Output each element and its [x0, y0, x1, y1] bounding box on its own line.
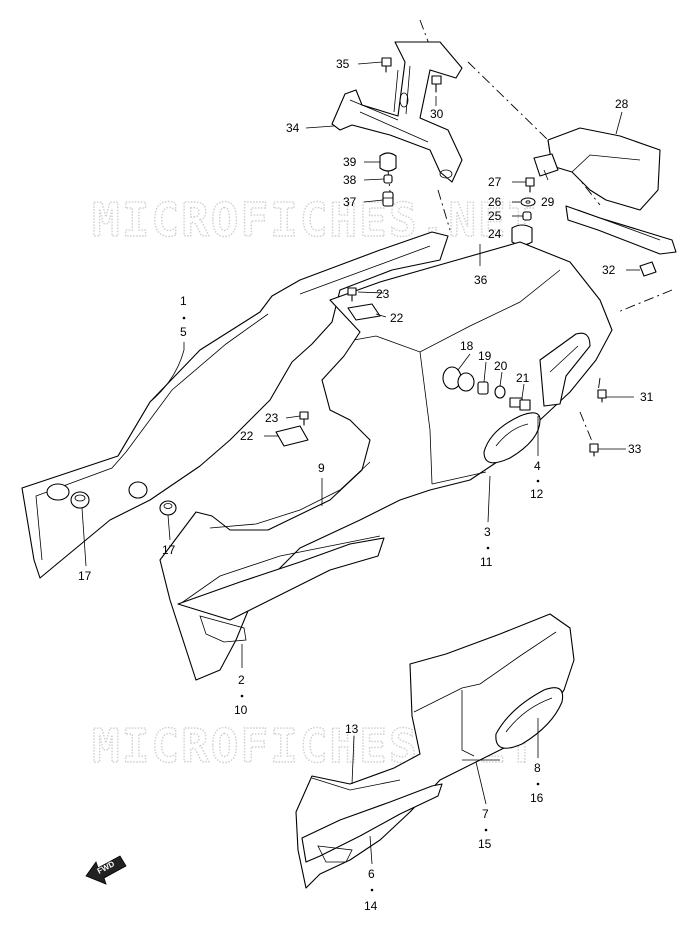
- callout-35: 35: [336, 57, 350, 71]
- plate-22-lower: [275, 425, 309, 447]
- callout-25: 25: [488, 209, 502, 223]
- callout-4: 4: [534, 459, 541, 473]
- callout-3: 3: [484, 525, 491, 539]
- callout-22-upper: 22: [390, 311, 404, 325]
- callout-10: 10: [234, 703, 248, 717]
- cushion-24: [511, 224, 533, 246]
- tail-piece-28: [533, 127, 677, 255]
- bolt-21: [509, 397, 531, 411]
- callout-23-upper: 23: [376, 287, 390, 301]
- callout-32: 32: [602, 263, 616, 277]
- callout-16: 16: [530, 791, 544, 805]
- screw-27: [525, 177, 535, 193]
- callout-17-right: 17: [162, 543, 176, 557]
- grommet-17-left: [70, 491, 90, 509]
- callout-6: 6: [368, 867, 375, 881]
- callout-31: 31: [640, 390, 654, 404]
- collar-25: [522, 211, 532, 221]
- callout-5: 5: [180, 325, 187, 339]
- seat-tail-cover-left: [21, 231, 449, 579]
- washer-26: [520, 197, 536, 207]
- callout-27: 27: [488, 175, 502, 189]
- bolt-31: [597, 389, 607, 403]
- callout-39: 39: [343, 155, 357, 169]
- leader-lines: [81, 61, 640, 865]
- callout-15: 15: [478, 837, 492, 851]
- seat-tail-cover-main: [159, 241, 613, 681]
- callout-9: 9: [318, 461, 325, 475]
- callout-13: 13: [345, 722, 359, 736]
- screw-23-upper: [347, 287, 357, 302]
- callout-2: 2: [238, 673, 245, 687]
- callout-33: 33: [628, 442, 642, 456]
- collar-38: [383, 174, 393, 184]
- callout-7: 7: [482, 807, 489, 821]
- callout-37: 37: [343, 195, 357, 209]
- callout-14: 14: [364, 899, 378, 913]
- collar-19: [477, 381, 489, 395]
- callout-26: 26: [488, 195, 502, 209]
- callout-38: 38: [343, 173, 357, 187]
- callout-24: 24: [488, 227, 502, 241]
- watermark-top: MICROFICHES.NET: [92, 193, 537, 247]
- screw-23-lower: [299, 411, 309, 426]
- bolt-30: [431, 75, 442, 93]
- upper-bracket: [331, 41, 463, 183]
- callout-21: 21: [516, 371, 530, 385]
- callout-20: 20: [494, 359, 508, 373]
- grommet-17-right: [159, 500, 177, 516]
- callout-1: 1: [180, 294, 187, 308]
- callout-17-left: 17: [78, 569, 92, 583]
- bolt-33: [589, 443, 599, 457]
- lower-side-cover: [295, 613, 575, 889]
- grommet-18: [442, 366, 475, 392]
- callout-29: 29: [541, 195, 555, 209]
- bolt-37: [382, 191, 394, 207]
- callout-34: 34: [286, 121, 300, 135]
- plate-22-upper: [347, 303, 381, 321]
- bolt-35: [381, 57, 392, 73]
- callout-11: 11: [480, 555, 493, 569]
- callout-36: 36: [474, 273, 488, 287]
- callout-12: 12: [530, 487, 544, 501]
- washer-20: [494, 385, 506, 399]
- callout-23-lower: 23: [265, 411, 279, 425]
- callout-30: 30: [430, 107, 444, 121]
- callout-19: 19: [478, 349, 492, 363]
- callout-8: 8: [534, 761, 541, 775]
- callout-28: 28: [615, 97, 629, 111]
- callout-22-lower: 22: [240, 429, 254, 443]
- callout-labels: 35 30 34 28 39 38 37 27 26 25 24 29 32 3…: [78, 57, 654, 913]
- fwd-arrow: FWD: [85, 855, 127, 885]
- cushion-39: [379, 152, 397, 172]
- callout-18: 18: [460, 339, 474, 353]
- clip-32: [639, 261, 657, 277]
